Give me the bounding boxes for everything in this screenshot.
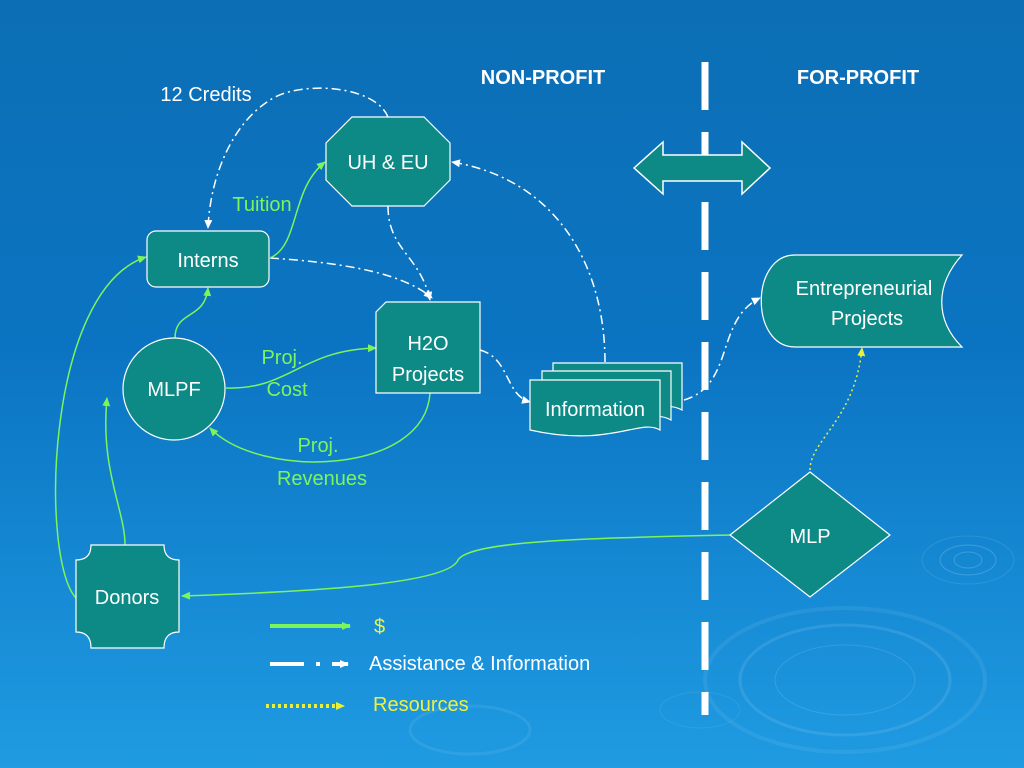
interns-label: Interns (177, 250, 238, 272)
mlpf-node: MLPF (122, 337, 226, 441)
proj-revenues-label-line1: Proj. (297, 435, 338, 457)
non-profit-header: NON-PROFIT (481, 67, 605, 89)
edge-uh-to-interns-credits (204, 87, 389, 229)
donors-label: Donors (95, 587, 159, 609)
h2o-label-line1: H2O (407, 333, 448, 355)
edge-information-to-entrepreneurial (683, 297, 761, 401)
edge-donors-to-mlpf (102, 397, 126, 546)
entrepreneurial-label-line2: Projects (831, 308, 903, 330)
information-node: Information (529, 362, 683, 437)
legend-money-item: $ (270, 616, 385, 638)
edge-interns-to-h2o (269, 257, 433, 299)
ripple-decoration (408, 535, 1015, 756)
proj-cost-label-line1: Proj. (261, 347, 302, 369)
information-label: Information (545, 399, 645, 421)
entrepreneurial-projects-node: Entrepreneurial Projects (760, 254, 964, 348)
proj-cost-label-line2: Cost (266, 379, 308, 401)
double-arrow-icon (632, 140, 772, 196)
edge-donors-to-interns (54, 255, 147, 599)
for-profit-header: FOR-PROFIT (797, 67, 919, 89)
legend-assistance-label: Assistance & Information (369, 653, 590, 675)
mlpf-label: MLPF (147, 379, 200, 401)
edge-information-to-uh (451, 159, 606, 363)
mlp-node: MLP (729, 471, 891, 598)
edge-h2o-to-information (479, 349, 531, 404)
mlp-label: MLP (789, 526, 830, 548)
legend-resources-label: Resources (373, 694, 469, 716)
edge-mlpf-to-interns (174, 287, 212, 339)
interns-node: Interns (146, 230, 270, 288)
edge-mlp-to-donors (181, 534, 731, 600)
entrepreneurial-label-line1: Entrepreneurial (796, 278, 933, 300)
tuition-label: Tuition (232, 194, 291, 216)
uh-eu-node: UH & EU (325, 116, 451, 207)
h2o-projects-node: H2O Projects (375, 301, 481, 394)
edge-mlp-to-entrepreneurial (809, 347, 866, 471)
legend-money-label: $ (374, 616, 385, 638)
legend-resources-item: Resources (266, 694, 469, 716)
edge-h2o-to-mlpf-revenues (209, 392, 431, 463)
donors-node: Donors (75, 544, 180, 649)
edge-interns-to-uh-tuition (269, 161, 326, 259)
legend-assistance-item: Assistance & Information (270, 653, 590, 675)
edge-mlpf-to-h2o-cost (225, 344, 377, 389)
proj-revenues-label-line2: Revenues (277, 468, 367, 490)
h2o-label-line2: Projects (392, 364, 464, 386)
uh-eu-label: UH & EU (347, 152, 428, 174)
edge-uh-to-h2o (387, 205, 433, 301)
credits-label: 12 Credits (160, 84, 251, 106)
legend: $ Assistance & Information Resources (266, 616, 590, 716)
